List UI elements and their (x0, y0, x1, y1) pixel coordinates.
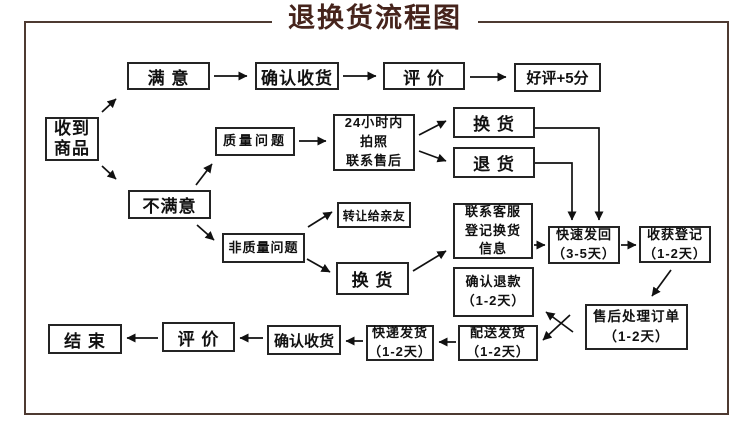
node-receipt-register: 收获登记 （1-2天） (639, 226, 711, 263)
node-quality-issue: 质量问题 (215, 127, 295, 156)
page-title: 退换货流程图 (272, 1, 478, 35)
node-transfer-friends: 转让给亲友 (337, 202, 411, 228)
node-return-goods: 退 货 (453, 147, 535, 178)
node-end: 结 束 (48, 324, 122, 354)
node-non-quality-issue: 非质量问题 (222, 233, 305, 263)
node-within-24h: 24小时内 拍照 联系售后 (333, 114, 415, 171)
node-confirm-receipt-top: 确认收货 (255, 62, 339, 90)
node-evaluate-top: 评 价 (383, 62, 465, 90)
node-contact-service: 联系客服 登记换货 信息 (453, 203, 533, 259)
node-exchange-mid: 换 货 (336, 262, 409, 295)
node-good-review: 好评+5分 (514, 63, 601, 92)
node-received-goods: 收到 商品 (45, 117, 99, 161)
node-exchange-top: 换 货 (453, 107, 535, 138)
node-dispatch-delivery: 配送发货 （1-2天） (458, 325, 538, 361)
node-express-delivery: 快递发货 （1-2天） (366, 325, 434, 361)
node-quick-sendback: 快速发回 （3-5天） (548, 226, 620, 264)
node-satisfied: 满 意 (127, 62, 210, 90)
node-unsatisfied: 不满意 (128, 190, 211, 219)
node-evaluate-bottom: 评 价 (162, 322, 235, 352)
node-confirm-receipt-bottom: 确认收货 (267, 325, 341, 355)
node-confirm-refund: 确认退款 （1-2天） (453, 267, 534, 317)
node-aftersales-process: 售后处理订单 （1-2天） (585, 304, 688, 350)
